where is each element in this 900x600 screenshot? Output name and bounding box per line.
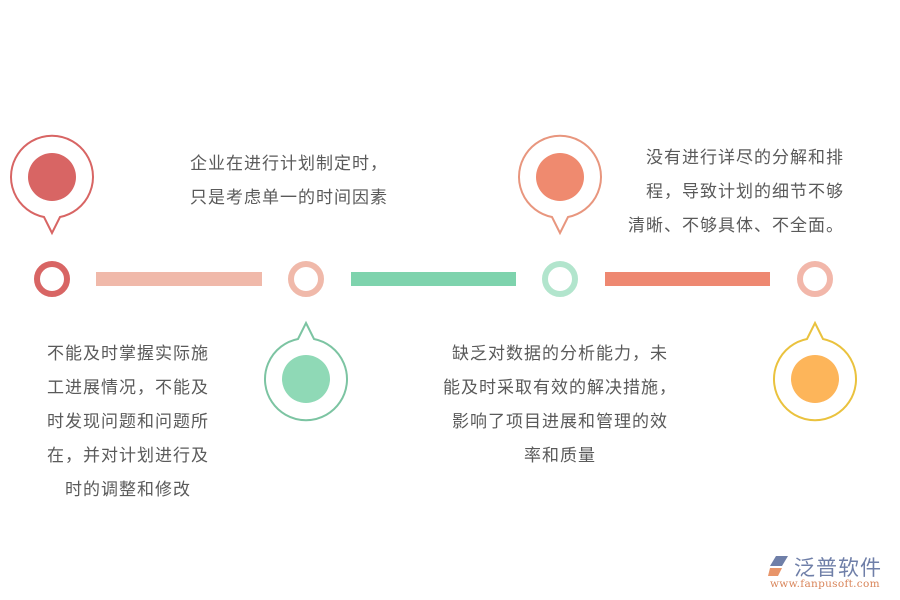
item-1-line: 企业在进行计划制定时， xyxy=(190,154,388,174)
item-3-line: 程，导致计划的细节不够 xyxy=(646,182,844,202)
timeline-bar-2 xyxy=(351,272,516,286)
logo-brand-name: 泛普软件 xyxy=(794,556,882,580)
timeline-bar-3 xyxy=(605,272,770,286)
item-4-line: 率和质量 xyxy=(524,446,596,466)
timeline-ring-4 xyxy=(797,261,833,297)
pin-marker-1 xyxy=(10,134,94,236)
item-1-text: 企业在进行计划制定时， 只是考虑单一的时间因素 xyxy=(190,147,430,215)
item-1-line: 只是考虑单一的时间因素 xyxy=(190,188,388,208)
logo-url: www.fanpusoft.com xyxy=(770,578,880,590)
timeline-ring-3 xyxy=(542,261,578,297)
logo-mark-icon xyxy=(768,556,788,576)
item-2-text: 不能及时掌握实际施 工进展情况，不能及 时发现问题和问题所 在，并对计划进行及 … xyxy=(30,337,226,507)
item-2-line: 时的调整和修改 xyxy=(65,480,191,500)
item-4-text: 缺乏对数据的分析能力，未 能及时采取有效的解决措施， 影响了项目进展和管理的效 … xyxy=(438,337,682,473)
item-3-line: 没有进行详尽的分解和排 xyxy=(646,148,844,168)
timeline-bar-1 xyxy=(96,272,262,286)
item-2-line: 时发现问题和问题所 xyxy=(47,412,209,432)
pin-marker-3 xyxy=(518,134,602,236)
item-3-line: 清晰、不够具体、不全面。 xyxy=(628,216,844,236)
pin-marker-4 xyxy=(773,320,857,422)
item-2-line: 工进展情况，不能及 xyxy=(47,378,209,398)
item-2-line: 不能及时掌握实际施 xyxy=(47,344,209,364)
timeline-ring-2 xyxy=(288,261,324,297)
brand-logo: 泛普软件 www.fanpusoft.com xyxy=(768,552,898,596)
item-4-line: 能及时采取有效的解决措施， xyxy=(443,378,677,398)
item-2-line: 在，并对计划进行及 xyxy=(47,446,209,466)
item-3-text: 没有进行详尽的分解和排 程，导致计划的细节不够 清晰、不够具体、不全面。 xyxy=(608,141,844,243)
item-4-line: 影响了项目进展和管理的效 xyxy=(452,412,668,432)
pin-marker-2 xyxy=(264,320,348,422)
item-4-line: 缺乏对数据的分析能力，未 xyxy=(452,344,668,364)
timeline-ring-1 xyxy=(34,261,70,297)
